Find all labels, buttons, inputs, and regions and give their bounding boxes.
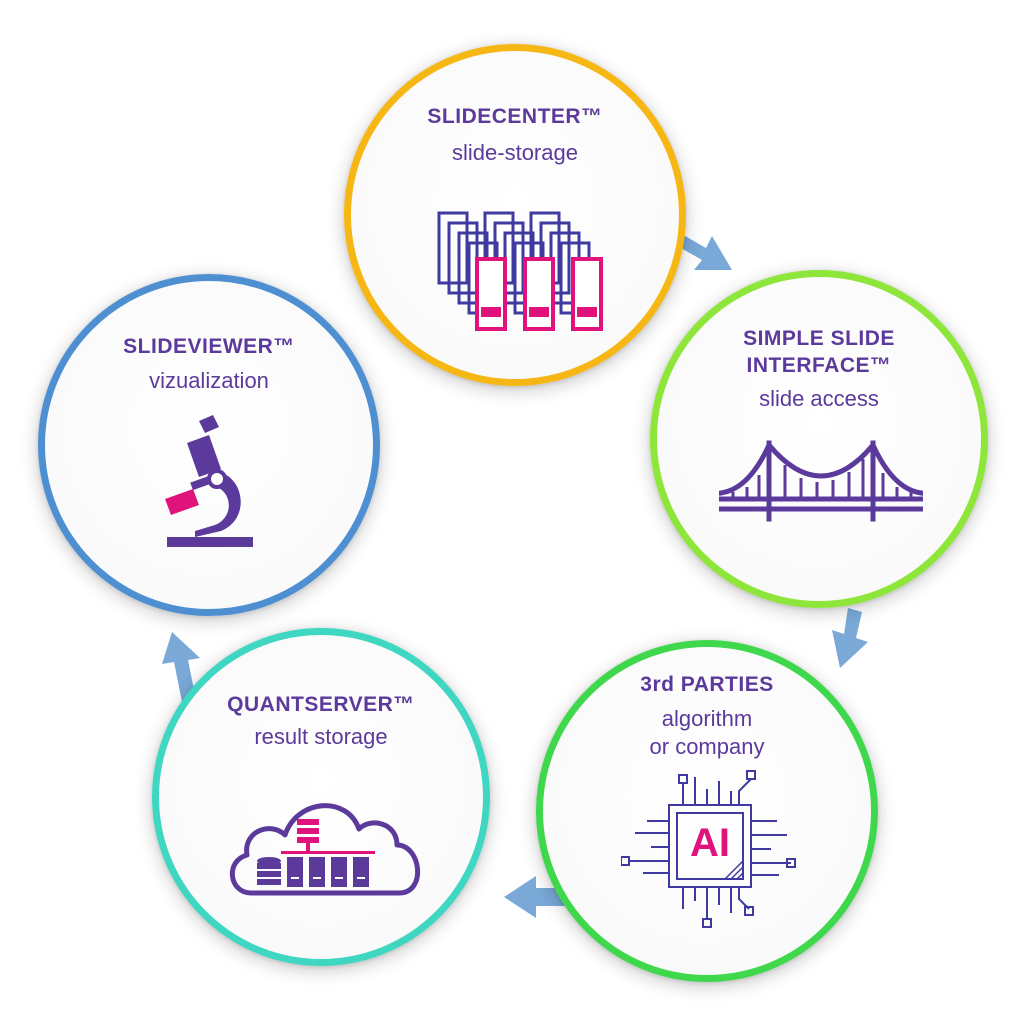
node-title: 3rd PARTIES <box>640 673 774 696</box>
bridge-icon <box>719 440 923 522</box>
node-subtitle: algorithm or company <box>649 706 765 759</box>
arrow-simple-slide-to-third-parties-icon <box>832 608 868 668</box>
slide-stack-icon <box>437 211 603 331</box>
node-subtitle: vizualization <box>149 368 269 393</box>
slideviewer-node: SLIDEVIEWER™ vizualization <box>38 274 380 616</box>
node-subtitle: slide access <box>759 386 879 411</box>
arrow-slidecenter-to-simple-slide-icon <box>674 232 732 270</box>
ai-chip-label: AI <box>690 821 730 865</box>
node-title: QUANTSERVER™ <box>227 693 415 716</box>
arrow-quantserver-to-slideviewer-icon <box>162 632 200 702</box>
arrow-third-parties-to-quantserver-icon <box>504 876 576 918</box>
cloud-server-icon <box>229 803 421 896</box>
node-title: SLIDECENTER™ <box>427 105 603 128</box>
simple-slide-interface-node: SIMPLE SLIDE INTERFACE™ slide access <box>650 270 988 608</box>
node-title: SLIDEVIEWER™ <box>123 335 295 358</box>
node-title: SIMPLE SLIDE INTERFACE™ <box>743 327 895 377</box>
node-subtitle: result storage <box>254 724 388 749</box>
third-parties-node: 3rd PARTIES algorithm or company <box>536 640 878 982</box>
ai-chip-icon: AI <box>621 769 799 929</box>
node-subtitle: slide-storage <box>452 140 578 165</box>
slidecenter-node: SLIDECENTER™ slide-storage <box>344 44 686 386</box>
microscope-icon <box>165 415 253 547</box>
quantserver-node: QUANTSERVER™ result storage <box>152 628 490 966</box>
